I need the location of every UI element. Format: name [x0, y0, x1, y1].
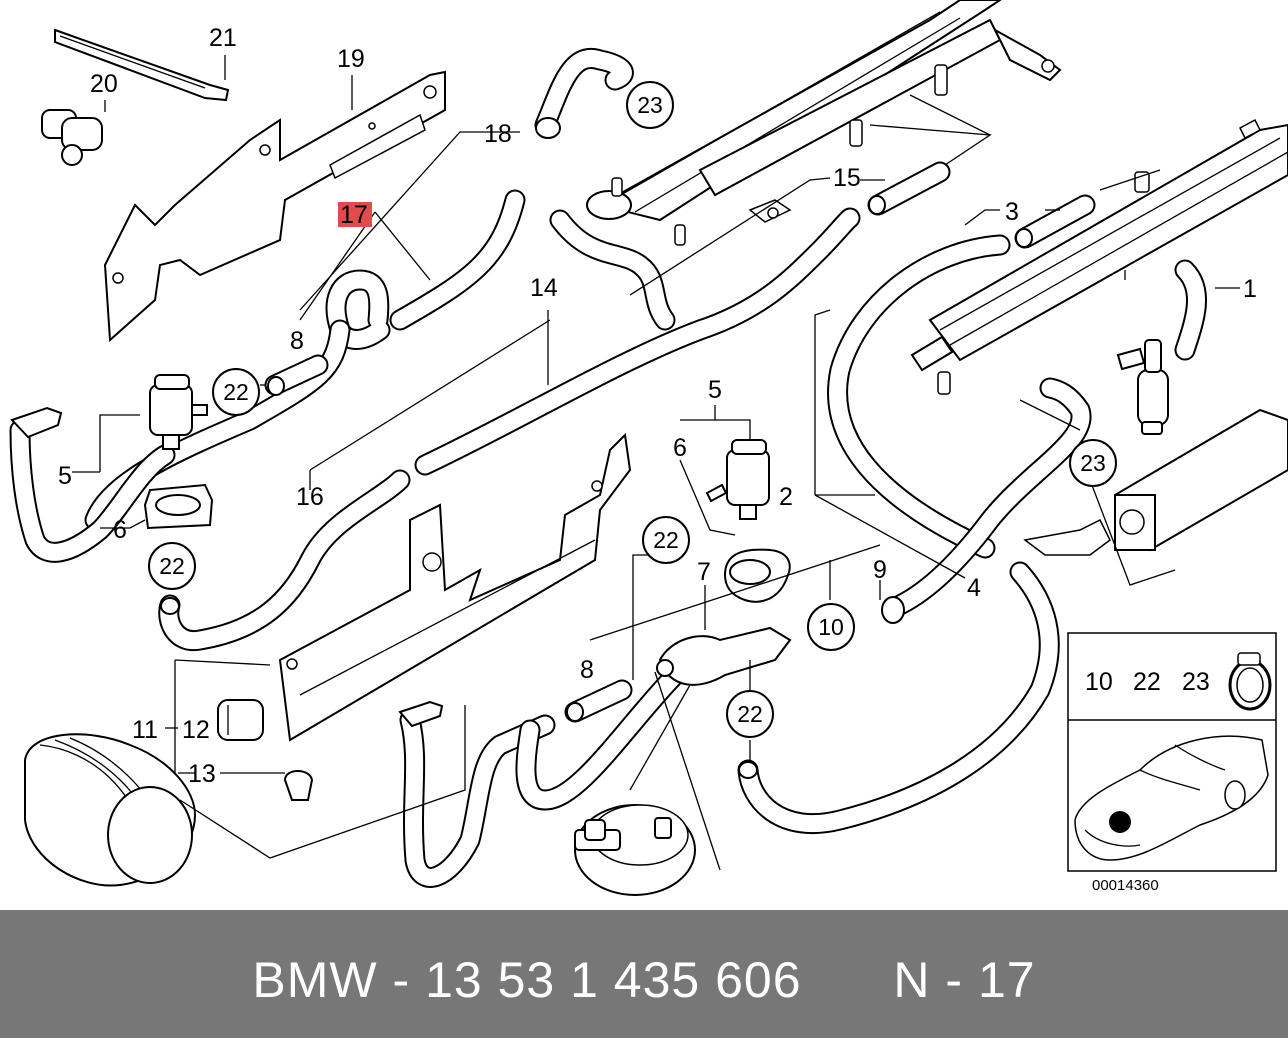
hose-1	[1174, 259, 1208, 361]
footer-ref-separator: -	[945, 952, 964, 1008]
legend-box: 10 22 23 00014360	[1067, 632, 1277, 894]
callout-13: 13	[188, 760, 216, 788]
air-intake-boot	[24, 733, 197, 887]
callout-20: 20	[90, 70, 118, 98]
legend-item-23: 23	[1182, 668, 1210, 696]
callout-6-center: 6	[673, 434, 687, 462]
svg-text:23: 23	[1080, 450, 1106, 476]
callout-9: 9	[873, 556, 887, 584]
grommet-6-left	[143, 483, 214, 530]
svg-text:22: 22	[159, 553, 185, 579]
footer-ref-number: 17	[977, 952, 1036, 1008]
callout-8-lower: 8	[580, 656, 594, 684]
callout-11: 11	[132, 716, 158, 744]
hose-15	[867, 161, 951, 216]
bracket-11	[278, 432, 632, 742]
legend-item-22: 22	[1133, 668, 1161, 696]
part-number-caption: BMW - 13 53 1 435 606 N - 17	[0, 910, 1288, 1038]
callout-7: 7	[697, 558, 711, 586]
hose-16	[158, 469, 411, 652]
circled-callout-10: 10	[807, 603, 855, 651]
callout-15: 15	[833, 164, 861, 192]
car-locator-icon	[1074, 735, 1269, 861]
svg-text:10: 10	[818, 614, 844, 640]
hose-5-left	[9, 406, 176, 563]
injector	[1116, 339, 1169, 435]
callout-2: 2	[779, 483, 793, 511]
intake-runner	[1023, 408, 1288, 556]
footer-bar: BMW - 13 53 1 435 606 N - 17	[0, 910, 1288, 1038]
leader-lines	[72, 55, 1240, 871]
fuel-rail-lower	[910, 118, 1288, 395]
fuel-rail-upper	[586, 0, 1062, 246]
svg-text:22: 22	[653, 527, 679, 553]
svg-text:22: 22	[737, 701, 763, 727]
svg-text:23: 23	[637, 92, 663, 118]
valve-5-center	[705, 439, 770, 520]
grommet-7	[723, 548, 791, 603]
callout-5-left: 5	[58, 462, 72, 490]
callout-17-highlight	[338, 202, 372, 227]
hose-clamp-icon	[1228, 652, 1272, 711]
clip-12	[217, 699, 264, 741]
callout-19: 19	[337, 45, 365, 73]
footer-separator: -	[392, 952, 411, 1008]
hose-4	[737, 561, 1060, 835]
circled-callout-22-upper-left: 22	[212, 368, 260, 416]
callout-17: 17	[340, 201, 368, 229]
circled-callout-23-top: 23	[626, 81, 674, 129]
clip-20	[41, 109, 103, 166]
circled-callout-22-lower-left: 22	[148, 542, 196, 590]
vacuum-pump	[574, 804, 696, 896]
image-code: 00014360	[1092, 877, 1159, 894]
footer-brand: BMW	[252, 952, 378, 1008]
callout-12: 12	[182, 716, 210, 744]
callout-labels: 1 2 3 4 5 5 6 6 7 8 8 9 11 12 13 14 15 1…	[58, 24, 1257, 788]
footer-ref-prefix: N	[893, 952, 931, 1008]
callout-3: 3	[1005, 198, 1019, 226]
connector-piece	[656, 626, 792, 686]
callout-16: 16	[296, 483, 324, 511]
parts-diagram: 1 2 3 4 5 5 6 6 7 8 8 9 11 12 13 14 15 1…	[9, 0, 1288, 896]
hose-9	[881, 377, 1092, 624]
hose-bottom	[398, 659, 691, 888]
circled-callout-22-center: 22	[642, 516, 690, 564]
valve-5-left	[149, 374, 208, 450]
hose-2	[827, 234, 1011, 559]
hose-3	[1014, 194, 1096, 249]
hose-18	[389, 48, 634, 331]
callout-8-upper: 8	[290, 327, 304, 355]
callout-5-center: 5	[708, 376, 722, 404]
hose-14	[414, 207, 861, 476]
callout-14: 14	[530, 274, 558, 302]
hose-8-upper	[264, 354, 329, 396]
footer-part-number: 13 53 1 435 606	[425, 952, 802, 1008]
circled-callout-22-bottom: 22	[726, 690, 774, 738]
circled-callouts: 23 22 22 22 22 10 23	[148, 81, 1117, 738]
legend-item-10: 10	[1085, 668, 1113, 696]
circled-callout-23-right: 23	[1069, 439, 1117, 487]
callout-21: 21	[209, 24, 237, 52]
callout-1: 1	[1243, 275, 1257, 303]
bracket-19	[103, 70, 446, 343]
callout-4: 4	[967, 574, 981, 602]
callout-18: 18	[484, 120, 512, 148]
svg-text:22: 22	[223, 379, 249, 405]
cable-tie-21	[54, 28, 230, 102]
hose-8-lower	[564, 679, 633, 723]
callout-6-left: 6	[113, 516, 127, 544]
plug-13	[283, 770, 314, 801]
